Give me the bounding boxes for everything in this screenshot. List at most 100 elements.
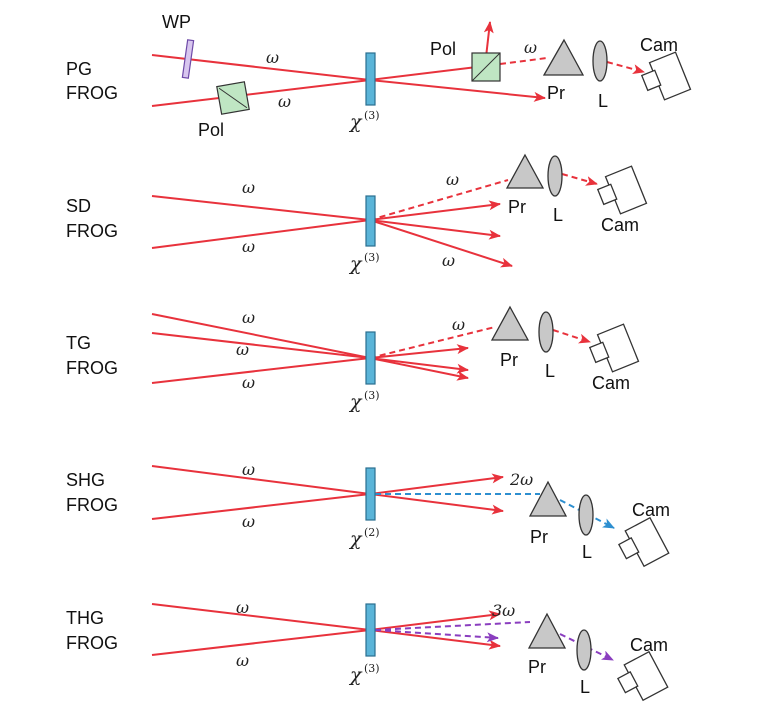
input-beam <box>151 219 371 249</box>
setup-sd: SD FROG χ (3) ω ω ω ω Pr L Cam <box>66 153 648 275</box>
lens <box>578 494 594 536</box>
omega-label: ω <box>242 308 255 327</box>
thg-signal-beam <box>374 629 499 643</box>
camera-icon <box>596 165 648 215</box>
lens-label: L <box>580 677 590 697</box>
input-beam <box>151 465 371 495</box>
prism-label: Pr <box>530 527 548 547</box>
chi-order: (3) <box>364 389 380 402</box>
polarizer-diagonal <box>218 87 248 109</box>
prism-label: Pr <box>508 197 526 217</box>
lens-label: L <box>545 361 555 381</box>
setup-name-line2: FROG <box>66 633 118 653</box>
omega-label: ω <box>242 237 255 256</box>
signal-beam <box>552 329 591 344</box>
lens <box>592 40 608 82</box>
input-beam <box>151 493 371 520</box>
signal-beam <box>561 173 598 186</box>
chi-order: (3) <box>364 109 380 122</box>
chi-symbol: χ <box>348 528 363 550</box>
setup-name-line2: FROG <box>66 495 118 515</box>
transmitted-beam <box>369 610 501 631</box>
camera-icon <box>588 323 640 373</box>
nonlinear-crystal <box>365 52 376 106</box>
nonlinear-crystal <box>365 331 376 385</box>
lens-label: L <box>582 542 592 562</box>
setup-name-line2: FROG <box>66 358 118 378</box>
polarizer-output-label: Pol <box>430 39 456 59</box>
setup-name-line1: PG <box>66 59 92 79</box>
prism-label: Pr <box>528 657 546 677</box>
setup-shg: SHG FROG χ (2) ω ω 2ω Pr L Cam <box>66 460 670 568</box>
omega-label: ω <box>242 512 255 531</box>
transmitted-beam <box>369 344 469 359</box>
camera-label: Cam <box>640 35 678 55</box>
chi-symbol: χ <box>348 391 363 413</box>
transmitted-beam <box>369 629 501 650</box>
transmitted-beam <box>369 493 504 515</box>
omega-label: ω <box>452 315 465 334</box>
nonlinear-crystal <box>365 603 376 657</box>
signal-beam <box>369 179 509 221</box>
sd-beam <box>369 219 513 268</box>
omega-label: ω <box>266 48 279 67</box>
chi-order: (3) <box>364 662 380 675</box>
input-beam <box>151 195 371 221</box>
camera-icon <box>618 516 670 568</box>
omega-label: ω <box>442 251 455 270</box>
nonlinear-crystal <box>365 195 376 247</box>
transmitted-beam <box>369 357 469 381</box>
camera-label: Cam <box>632 500 670 520</box>
setup-name-line1: SD <box>66 196 91 216</box>
camera-label: Cam <box>630 635 668 655</box>
input-beam <box>151 313 371 359</box>
input-beam <box>151 603 371 631</box>
omega-label: ω <box>236 651 249 670</box>
camera-icon <box>640 51 692 101</box>
signal-beam <box>369 326 496 359</box>
omega-label: ω <box>278 92 291 111</box>
input-beam <box>151 79 371 107</box>
prism-label: Pr <box>500 350 518 370</box>
chi-symbol: χ <box>348 111 363 133</box>
shg-signal-label: 2ω <box>509 470 533 489</box>
chi-symbol: χ <box>348 664 363 686</box>
omega-label: ω <box>242 373 255 392</box>
waveplate-label: WP <box>162 12 191 32</box>
setup-name-line1: SHG <box>66 470 105 490</box>
setup-tg: TG FROG χ (3) ω ω ω ω Pr L Cam <box>66 305 640 413</box>
thg-signal-label: 3ω <box>492 601 515 620</box>
omega-label: ω <box>242 460 255 479</box>
chi-symbol: χ <box>348 253 363 275</box>
setup-name-line1: TG <box>66 333 91 353</box>
nonlinear-crystal <box>365 467 376 521</box>
omega-label: ω <box>236 340 249 359</box>
input-beam <box>151 332 371 359</box>
prism-label: Pr <box>547 83 565 103</box>
camera-label: Cam <box>601 215 639 235</box>
transmitted-beam <box>369 219 501 240</box>
input-beam <box>151 357 371 384</box>
transmitted-beam <box>369 200 501 221</box>
polarizer-input-label: Pol <box>198 120 224 140</box>
omega-label: ω <box>446 170 459 189</box>
setup-name-line1: THG <box>66 608 104 628</box>
setup-thg: THG FROG χ (3) ω ω 3ω Pr L Cam <box>66 598 669 702</box>
transmitted-beam <box>369 65 486 81</box>
lens <box>547 155 563 197</box>
prism <box>505 153 545 189</box>
setup-name-line2: FROG <box>66 221 118 241</box>
prism <box>527 612 567 649</box>
camera-label: Cam <box>592 373 630 393</box>
transmitted-beam <box>369 79 546 102</box>
lens-label: L <box>598 91 608 111</box>
omega-label: ω <box>242 178 255 197</box>
camera-icon <box>617 650 669 702</box>
prism <box>490 305 530 341</box>
omega-label: ω <box>236 598 249 617</box>
signal-beam <box>499 57 548 65</box>
prism <box>528 480 568 517</box>
lens-label: L <box>553 205 563 225</box>
